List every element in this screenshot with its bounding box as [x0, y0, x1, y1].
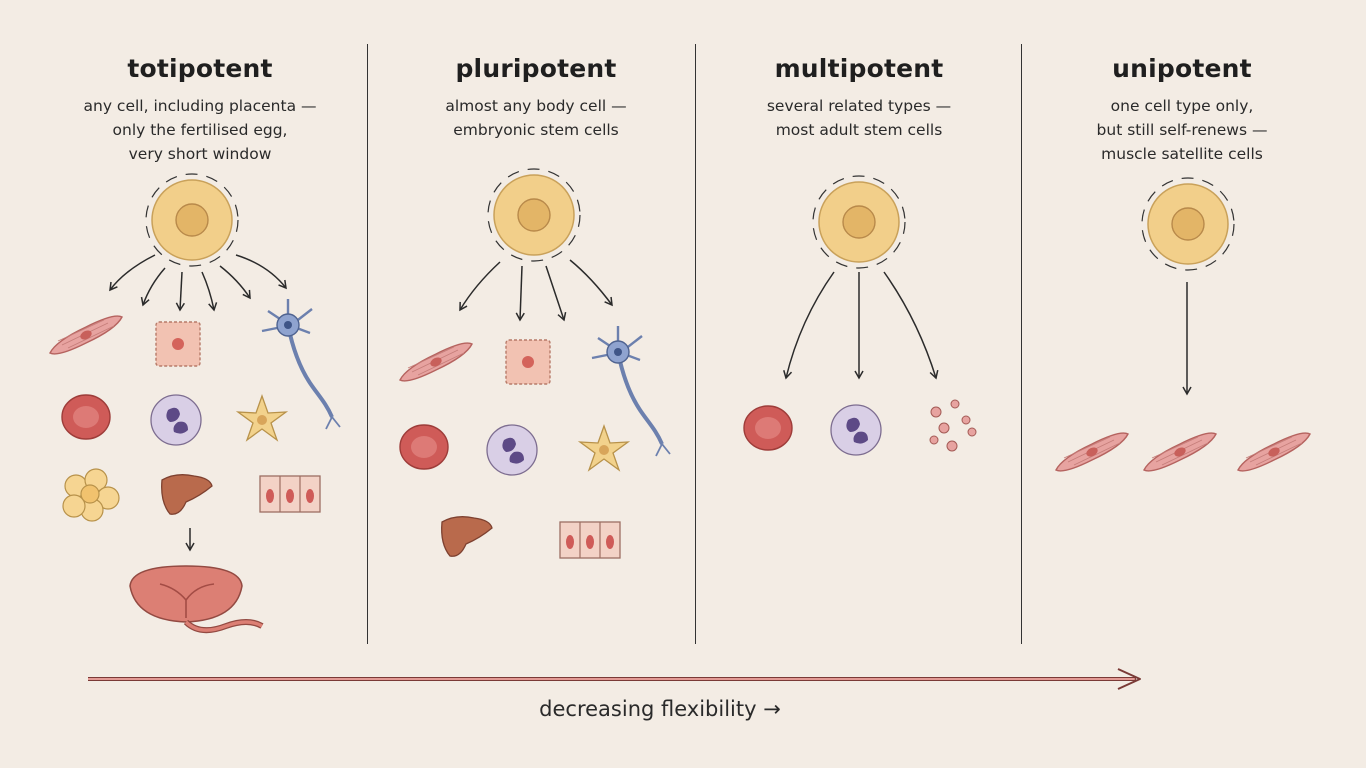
- totipotent-arrows: [109, 254, 287, 312]
- totipotent-illustration: [49, 173, 342, 634]
- column-divider: [367, 44, 368, 644]
- column-description: any cell, including placenta — only the …: [36, 94, 364, 166]
- description-line: very short window: [128, 145, 272, 163]
- cluster-cell-icon: [62, 468, 120, 522]
- description-line: embryonic stem cells: [453, 121, 619, 139]
- multipotent-illustration: [743, 175, 977, 456]
- column-description: almost any body cell — embryonic stem ce…: [372, 94, 700, 142]
- column-unipotent: unipotent one cell type only, but still …: [1018, 0, 1346, 650]
- description-line: only the fertilised egg,: [112, 121, 288, 139]
- column-description: one cell type only, but still self-renew…: [1018, 94, 1346, 166]
- column-totipotent: totipotent any cell, including placenta …: [36, 0, 364, 650]
- unipotent-illustration: [1055, 177, 1311, 472]
- column-multipotent: multipotent several related types — most…: [695, 0, 1023, 650]
- description-line: muscle satellite cells: [1101, 145, 1263, 163]
- multipotent-arrows: [783, 271, 939, 380]
- flexibility-label: decreasing flexibility →: [539, 697, 781, 721]
- description-line: most adult stem cells: [775, 121, 943, 139]
- column-title: pluripotent: [455, 54, 617, 83]
- placenta-icon: [129, 565, 264, 634]
- column-divider: [1021, 44, 1022, 644]
- column-divider: [695, 44, 696, 644]
- platelets-icon: [929, 399, 977, 452]
- description-line: several related types —: [766, 97, 952, 115]
- description-line: one cell type only,: [1110, 97, 1254, 115]
- column-title: multipotent: [774, 54, 944, 83]
- description-line: but still self-renews —: [1096, 121, 1268, 139]
- pluripotent-illustration: [399, 168, 672, 559]
- column-description: several related types — most adult stem …: [695, 94, 1023, 142]
- column-title: unipotent: [1112, 54, 1252, 83]
- column-title: totipotent: [127, 54, 273, 83]
- column-pluripotent: pluripotent almost any body cell — embry…: [372, 0, 700, 650]
- description-line: any cell, including placenta —: [83, 97, 317, 115]
- pluripotent-arrows: [459, 259, 613, 322]
- description-line: almost any body cell —: [445, 97, 627, 115]
- flexibility-arrow: [88, 668, 1141, 690]
